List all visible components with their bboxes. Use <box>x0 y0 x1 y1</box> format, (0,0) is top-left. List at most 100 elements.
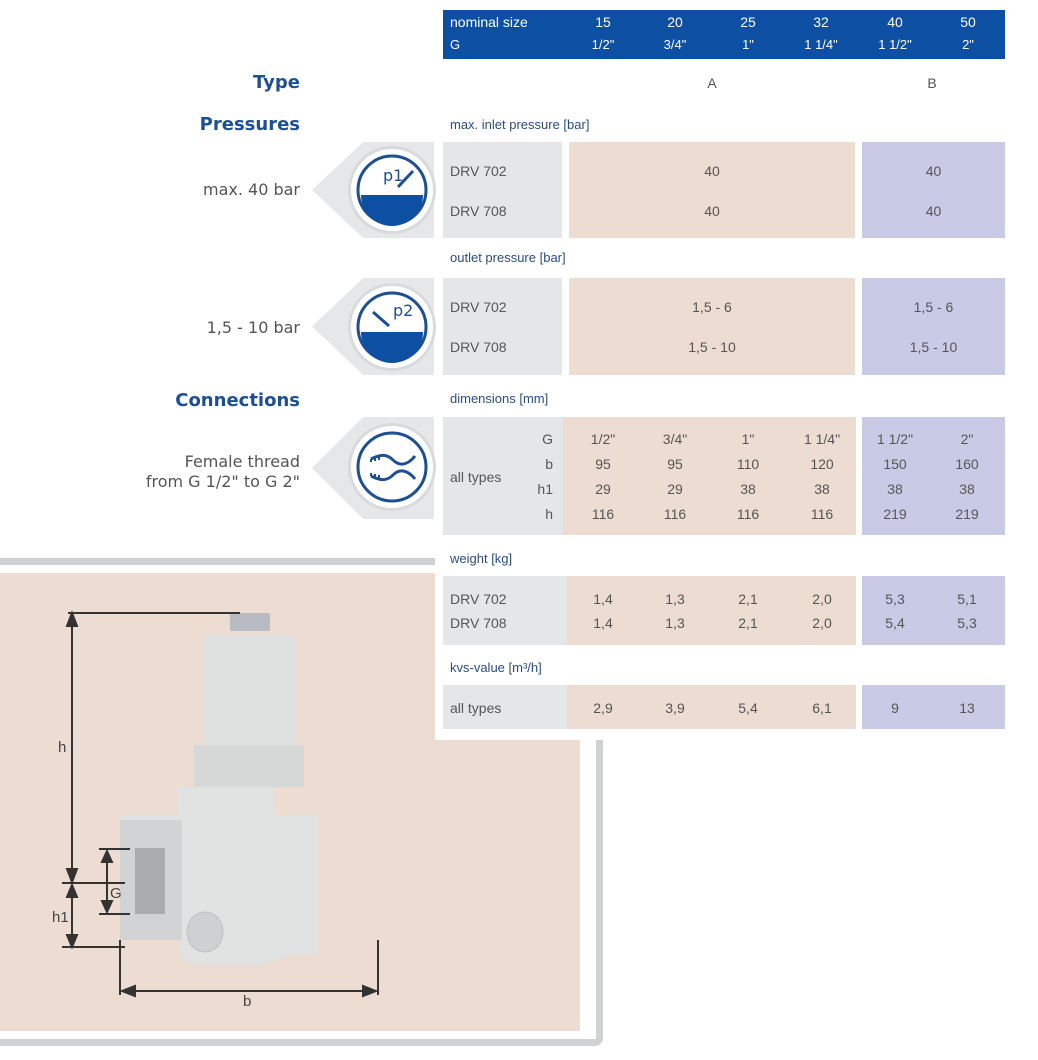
drawing-frame <box>0 558 603 1046</box>
pressures-heading: Pressures <box>199 114 300 135</box>
weight-cell: 1,4 <box>593 591 613 607</box>
weight-cell: 5,3 <box>957 615 977 631</box>
kvs-cell: 2,9 <box>593 700 613 716</box>
dim-cell: 150 <box>883 456 907 472</box>
type-b-label: B <box>927 75 937 91</box>
outlet-b-708: 1,5 - 10 <box>909 339 958 355</box>
dim-cell: 116 <box>736 506 760 522</box>
inlet-a-708: 40 <box>704 203 720 219</box>
dim-cell: 1/2" <box>590 431 616 447</box>
connection-side-text: Female thread from G 1/2" to G 2" <box>146 452 300 492</box>
kvs-cell: 5,4 <box>738 700 758 716</box>
inlet-model-702: DRV 702 <box>450 163 507 179</box>
kvs-cell: 3,9 <box>665 700 685 716</box>
size-25: 25 <box>740 14 756 30</box>
outlet-a-702: 1,5 - 6 <box>692 299 732 315</box>
dim-cell: 38 <box>814 481 830 497</box>
nominal-size-row: nominal size 15 20 25 32 40 50 <box>443 14 1005 34</box>
weight-cell: 2,1 <box>738 591 758 607</box>
dim-cell: 95 <box>667 456 683 472</box>
dimensions-group-label: all types <box>450 469 502 485</box>
dim-label-h: h <box>58 739 66 756</box>
kvs-type-b-cell <box>862 685 1005 729</box>
kvs-cell: 9 <box>891 700 899 716</box>
weight-cell: 1,3 <box>665 615 685 631</box>
dim-cell: 116 <box>591 506 615 522</box>
weight-cell: 2,1 <box>738 615 758 631</box>
thread-value: 3/4" <box>663 37 687 52</box>
dim-cell: 116 <box>810 506 834 522</box>
thread-value: 1/2" <box>591 37 615 52</box>
svg-text:p2: p2 <box>393 301 413 320</box>
kvs-caption: kvs-value [m³/h] <box>450 660 542 675</box>
size-20: 20 <box>667 14 683 30</box>
weight-type-b-cell <box>862 576 1005 645</box>
dim-cell: 160 <box>955 456 979 472</box>
weight-cell: 5,1 <box>957 591 977 607</box>
outlet-pressure-caption: outlet pressure [bar] <box>450 250 566 265</box>
connection-line-1: Female thread <box>184 452 300 471</box>
inlet-b-708: 40 <box>925 203 942 219</box>
dim-cell: 38 <box>887 481 903 497</box>
outlet-model-cell <box>443 278 562 375</box>
dimensions-label-cell <box>443 417 563 535</box>
valve-bonnet <box>203 635 296 755</box>
dim-key-h: h <box>545 506 553 522</box>
inlet-pressure-icon: p1 <box>351 149 433 231</box>
outlet-side-text: 1,5 - 10 bar <box>206 318 300 337</box>
thread-value: 1 1/4" <box>804 37 838 52</box>
weight-caption: weight [kg] <box>450 551 513 566</box>
dim-cell: 38 <box>740 481 756 497</box>
thread-row: G 1/2" 3/4" 1" 1 1/4" 1 1/2" 2" <box>443 37 1005 57</box>
dim-label-h1: h1 <box>52 909 69 926</box>
connection-line-2: from G 1/2" to G 2" <box>145 472 300 491</box>
thread-label: G <box>450 37 461 52</box>
outlet-b-702: 1,5 - 6 <box>913 299 954 315</box>
kvs-type-a-cell <box>567 685 856 729</box>
size-15: 15 <box>595 14 611 30</box>
outlet-pressure-icon: p2 <box>351 286 433 368</box>
dim-cell: 219 <box>883 506 907 522</box>
dim-cell: 1 1/2" <box>876 431 914 447</box>
size-40: 40 <box>887 14 903 30</box>
dim-cell: 110 <box>736 456 760 472</box>
inlet-model-cell <box>443 142 562 238</box>
dim-cell: 116 <box>663 506 687 522</box>
dim-key-b: b <box>545 456 553 472</box>
inlet-b-702: 40 <box>925 163 942 179</box>
weight-cell: 5,3 <box>885 591 905 607</box>
inlet-type-b-cell <box>862 142 1005 238</box>
nominal-size-header: nominal size 15 20 25 32 40 50 G 1/2" 3/… <box>443 10 1005 59</box>
size-32: 32 <box>813 14 829 30</box>
weight-cell: 2,0 <box>812 615 832 631</box>
type-heading: Type <box>253 72 300 93</box>
valve-cap-nut <box>230 613 270 631</box>
nominal-size-label: nominal size <box>450 14 528 30</box>
type-a-label: A <box>707 75 717 91</box>
weight-type-a-cell <box>567 576 856 645</box>
outlet-type-b-cell <box>862 278 1005 375</box>
inlet-side-text: max. 40 bar <box>202 180 300 199</box>
inlet-model-708: DRV 708 <box>450 203 507 219</box>
dim-cell: 1 1/4" <box>803 431 841 447</box>
dim-cell: 95 <box>595 456 611 472</box>
inlet-pressure-caption: max. inlet pressure [bar] <box>450 117 590 132</box>
outlet-model-702: DRV 702 <box>450 299 507 315</box>
dim-label-b: b <box>243 993 251 1010</box>
dim-cell: 219 <box>955 506 979 522</box>
dim-cell: 29 <box>595 481 611 497</box>
dimensions-type-b-cell <box>862 417 1005 535</box>
svg-text:p1: p1 <box>383 166 403 185</box>
connections-heading: Connections <box>175 390 300 411</box>
inlet-type-a-cell <box>569 142 855 238</box>
female-thread-icon <box>351 426 433 508</box>
outlet-a-708: 1,5 - 10 <box>688 339 736 355</box>
weight-model-708: DRV 708 <box>450 615 507 631</box>
dim-cell: 120 <box>810 456 834 472</box>
dim-label-g: G <box>110 885 122 902</box>
weight-cell: 2,0 <box>812 591 832 607</box>
dimensions-caption: dimensions [mm] <box>450 391 549 406</box>
size-50: 50 <box>960 14 976 30</box>
kvs-label: all types <box>450 700 502 716</box>
outlet-type-a-cell <box>569 278 855 375</box>
